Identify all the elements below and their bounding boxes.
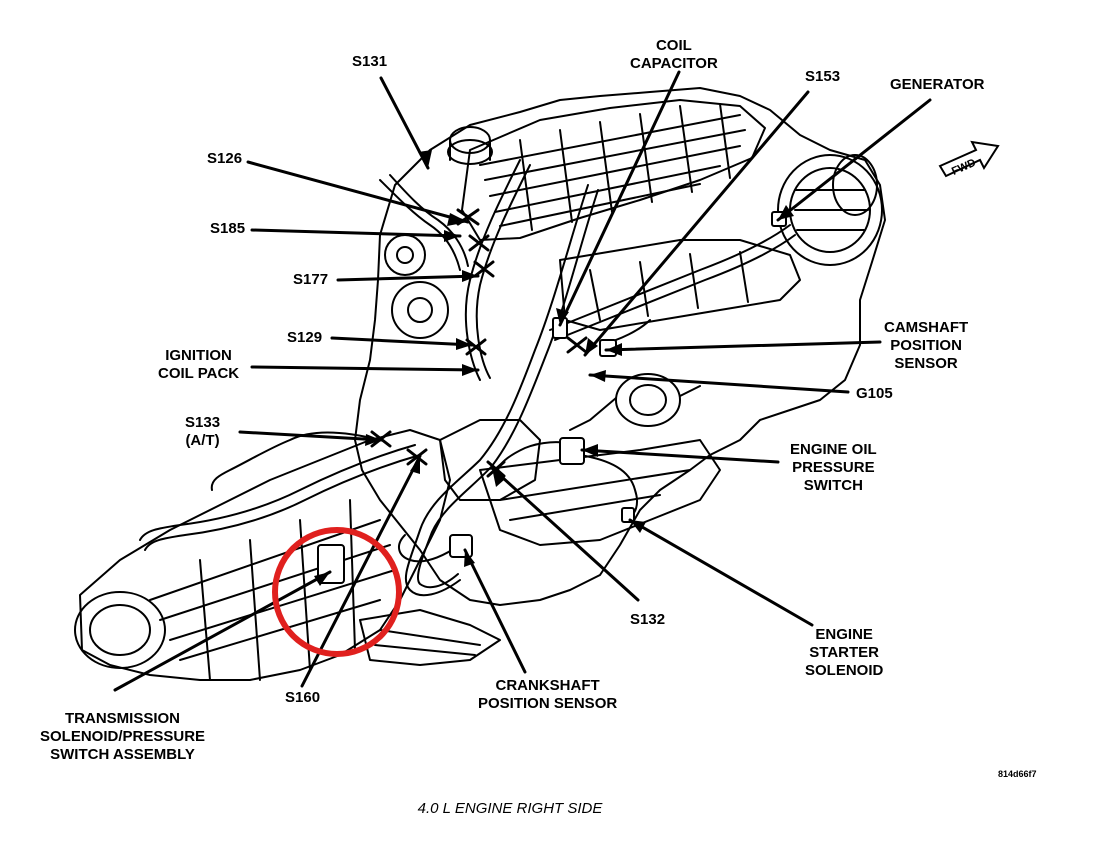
label-s132: S132 [630,611,666,628]
label-s126: S126 [207,150,243,167]
label-s131: S131 [352,53,388,70]
label-s177: S177 [293,271,329,288]
connectors [317,211,787,584]
label-s160: S160 [285,689,321,706]
label-s153: S153 [805,68,841,85]
figure-caption: 4.0 L ENGINE RIGHT SIDE [417,800,603,817]
label-s133-at: S133(A/T) [185,414,221,449]
forward-arrow-icon: FWD [938,140,1000,178]
label-s185: S185 [210,220,246,237]
highlight-circle [272,527,402,657]
splice-marks [370,208,588,478]
label-generator: GENERATOR [890,76,985,93]
label-s129: S129 [287,329,323,346]
leader-arrowheads [314,150,794,586]
label-g105: G105 [856,385,893,402]
figure-code: 814d66f7 [998,769,1037,779]
